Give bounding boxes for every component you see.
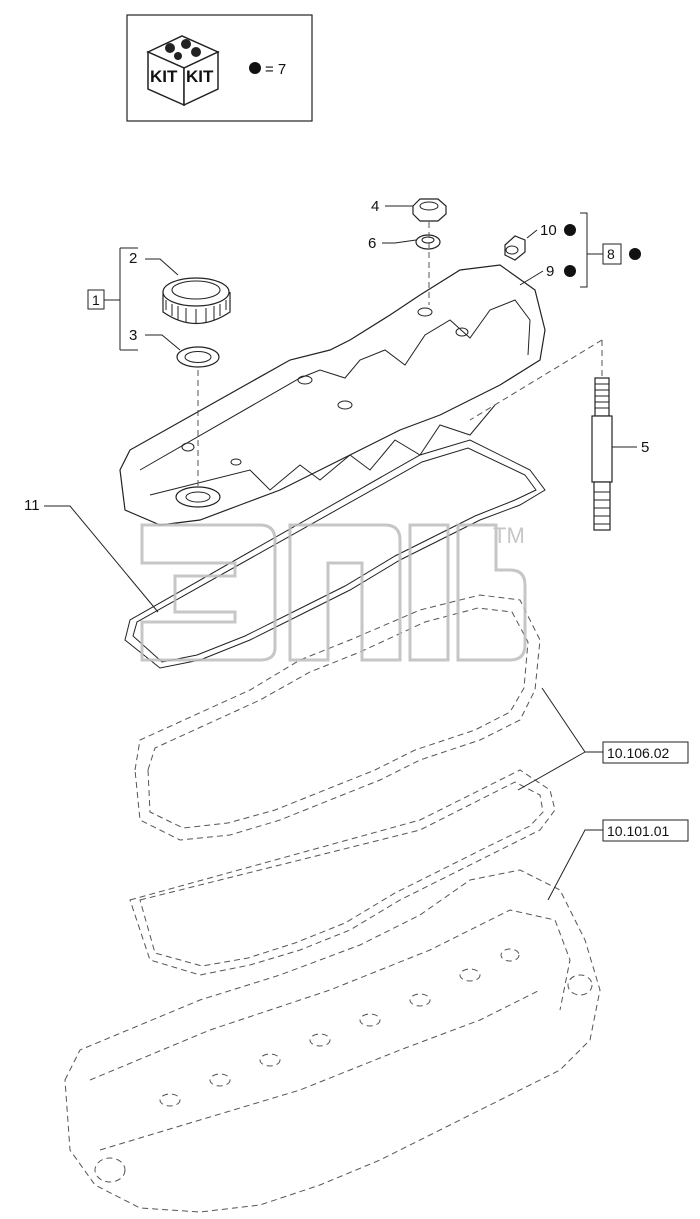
svg-text:10.106.02: 10.106.02 [607, 745, 669, 761]
callout-2: 2 [129, 250, 179, 276]
svg-text:2: 2 [129, 250, 137, 267]
cover-gasket [124, 439, 546, 669]
svg-text:1: 1 [92, 292, 100, 308]
kit-legend: KIT KIT = 7 [126, 14, 313, 122]
head-ports [94, 948, 593, 1183]
svg-text:10.101.01: 10.101.01 [607, 823, 669, 839]
watermark: TM [140, 523, 527, 662]
cap-seal [176, 346, 220, 368]
kit-dot-icon [249, 62, 261, 74]
kit-equals-text: = 7 [265, 61, 286, 78]
svg-text:9: 9 [546, 263, 554, 280]
callout-4: 4 [371, 198, 413, 215]
callout-3: 3 [129, 327, 181, 351]
svg-text:10: 10 [540, 222, 557, 239]
callout-5: 5 [612, 439, 649, 456]
callout-10: 10 [526, 222, 576, 239]
nut [412, 198, 447, 222]
head-gasket-outline [129, 594, 556, 976]
callout-1: 1 [87, 247, 138, 351]
stud [591, 377, 613, 531]
callout-11: 11 [24, 497, 159, 613]
svg-text:3: 3 [129, 327, 137, 344]
callout-8: 8 [580, 212, 641, 288]
svg-text:11: 11 [24, 497, 40, 514]
svg-text:6: 6 [368, 235, 376, 252]
kit-dot-icon [629, 248, 641, 260]
cylinder-head-outline [64, 869, 601, 1213]
kit-dot-icon [564, 224, 576, 236]
reference-10-106-02: 10.106.02 [517, 687, 689, 791]
svg-text:8: 8 [607, 246, 615, 262]
valve-cover [119, 264, 546, 526]
kit-dot-icon [564, 265, 576, 277]
svg-text:4: 4 [371, 198, 379, 215]
svg-text:5: 5 [641, 439, 649, 456]
washer [415, 234, 441, 250]
reference-10-101-01: 10.101.01 [547, 819, 689, 901]
callout-6: 6 [368, 235, 417, 252]
stud-axis-line [469, 339, 603, 421]
callout-9: 9 [519, 263, 576, 286]
watermark-tm: TM [493, 523, 525, 548]
kit-label-left: KIT [150, 67, 178, 86]
kit-label-right: KIT [186, 67, 214, 86]
breather-plug [504, 235, 526, 261]
kit-box-icon: KIT KIT [146, 35, 220, 107]
filler-cap [162, 277, 231, 324]
